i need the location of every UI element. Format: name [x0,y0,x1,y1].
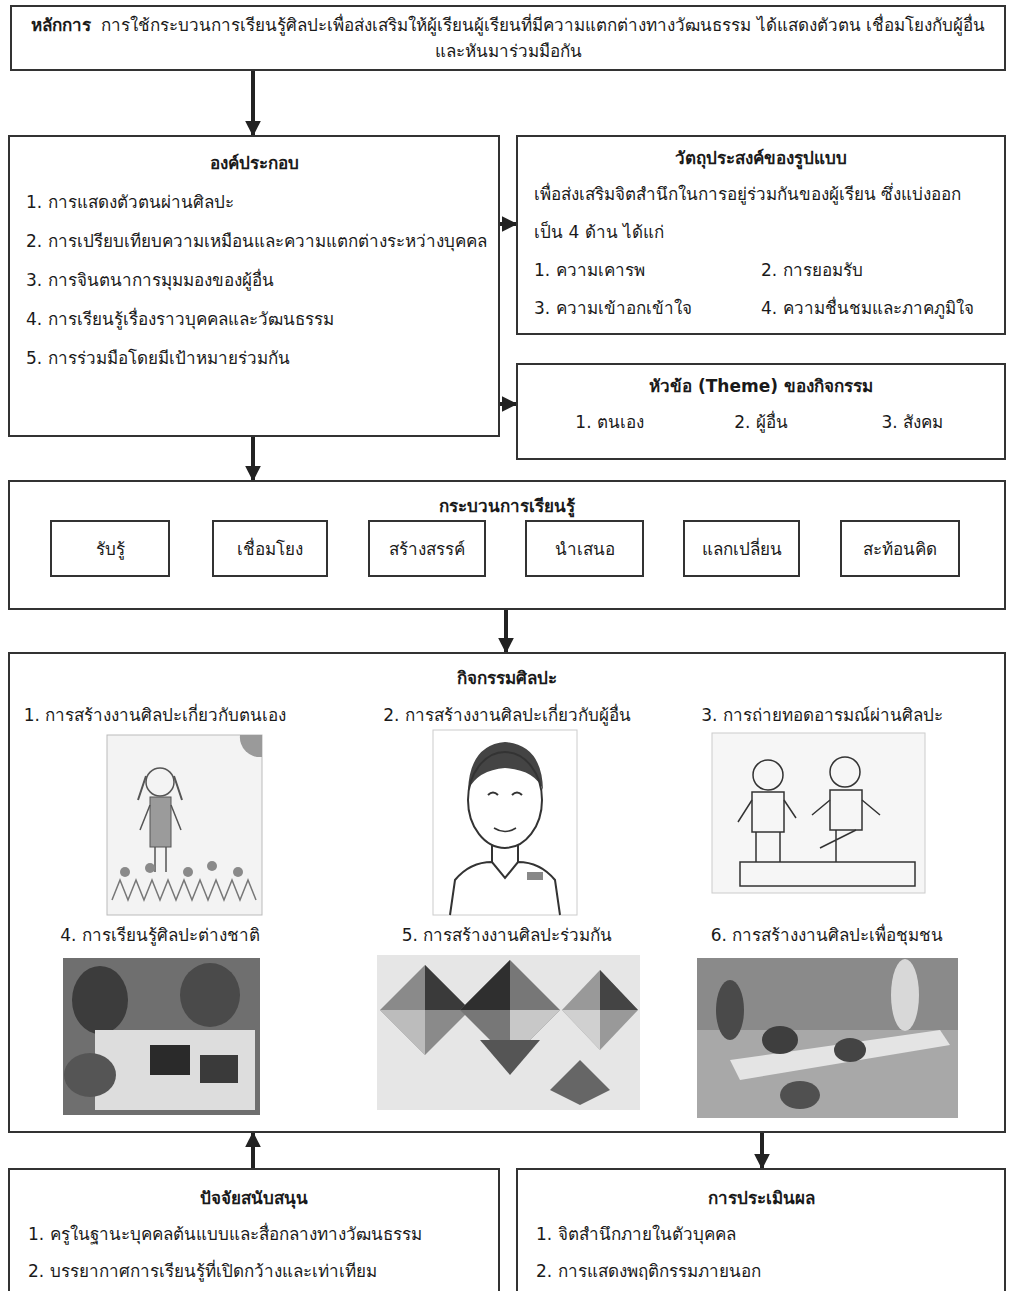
step-label: รับรู้ [96,535,125,562]
box-heading: กิจกรรมศิลปะ [10,654,1004,692]
body-text: เพื่อส่งเสริมจิตสำนึกในการอยู่ร่วมกันของ… [518,175,1004,251]
list-item: 1. ความเคารพ [534,251,761,289]
activity-caption: 3. การถ่ายทอดอารมณ์ผ่านศิลปะ [677,702,967,728]
principle-heading: หลักการ [31,15,91,35]
process-step: สะท้อนคิด [840,520,960,577]
principle-body: การใช้กระบวนการเรียนรู้ศิลปะเพื่อส่งเสริ… [101,15,985,61]
step-label: สร้างสรรค์ [389,535,465,562]
box-heading: องค์ประกอบ [10,149,498,177]
list-item: 2. ผู้อื่น [685,403,836,441]
activity-caption: 4. การเรียนรู้ศิลปะต่างชาติ [15,922,305,948]
portrait-of-other [433,730,577,915]
item-grid: 1. ตนเอง2. ผู้อื่น3. สังคม [518,403,1004,441]
list-item: 5. การร่วมมือโดยมีเป้าหมายร่วมกัน [10,339,498,378]
process-step: เชื่อมโยง [212,520,328,577]
list-item: 1. ตนเอง [534,403,685,441]
activity-caption: 6. การสร้างงานศิลปะเพื่อชุมชน [682,922,972,948]
arrow-connector [251,1133,255,1168]
evaluation-box: การประเมินผล 1. จิตสำนึกภายในตัวบุคคล2. ก… [516,1168,1006,1291]
process-step: นำเสนอ [525,520,644,577]
list-item: 1. จิตสำนึกภายในตัวบุคคล [518,1216,1004,1253]
arrow-connector [251,437,255,480]
arrow-connector [500,402,516,406]
activity-panel: กิจกรรมศิลปะ 1. การสร้างงานศิลปะเกี่ยวกับ… [8,652,1006,1133]
list-item: 4. การเรียนรู้เรื่องราวบุคคลและวัฒนธรรม [10,300,498,339]
box-heading: วัตถุประสงค์ของรูปแบบ [518,141,1004,175]
list-item: 3. ความเข้าอกเข้าใจ [534,289,761,327]
principle-box: หลักการ การใช้กระบวนการเรียนรู้ศิลปะเพื่อ… [10,5,1006,71]
community-photo [697,958,958,1118]
collaborative-pattern-art [377,955,640,1110]
list-item: 3. การจินตนาการมุมมองของผู้อื่น [10,261,498,300]
step-label: นำเสนอ [555,535,615,562]
process-step: รับรู้ [50,520,170,577]
emotion-drawing [712,733,925,893]
box-heading: กระบวนการเรียนรู้ [10,492,1004,520]
theme-box: หัวข้อ (Theme) ของกิจกรรม1. ตนเอง2. ผู้อ… [516,363,1006,460]
box-heading: ปัจจัยสนับสนุน [10,1184,498,1212]
objective-box: วัตถุประสงค์ของรูปแบบเพื่อส่งเสริมจิตสำน… [516,135,1006,335]
activity-caption: 5. การสร้างงานศิลปะร่วมกัน [362,922,652,948]
process-band: กระบวนการเรียนรู้รับรู้ เชื่อมโยง สร้างสรร… [8,480,1006,610]
list-item: 2. การยอมรับ [761,251,988,289]
list-item: 4. ความชื่นชมและภาคภูมิใจ [761,289,988,327]
list-item: 1. การแสดงตัวตนผ่านศิลปะ [10,183,498,222]
activity-caption: 1. การสร้างงานศิลปะเกี่ยวกับตนเอง [10,702,300,728]
list-item: 2. การแสดงพฤติกรรมภายนอก [518,1253,1004,1290]
process-step: สร้างสรรค์ [368,520,486,577]
activity-caption: 2. การสร้างงานศิลปะเกี่ยวกับผู้อื่น [362,702,652,728]
box-heading: หัวข้อ (Theme) ของกิจกรรม [518,369,1004,403]
step-label: แลกเปลี่ยน [702,535,782,562]
arrow-connector [500,222,516,226]
process-step: แลกเปลี่ยน [683,520,800,577]
principle-text: หลักการ การใช้กระบวนการเรียนรู้ศิลปะเพื่อ… [26,12,990,64]
arrow-connector [760,1133,764,1168]
step-label: เชื่อมโยง [237,535,303,562]
list-item: 3. สังคม [837,403,988,441]
arrow-connector [251,71,255,135]
step-label: สะท้อนคิด [863,535,937,562]
list-item: 1. ครูในฐานะบุคคลต้นแบบและสื่อกลางทางวัฒ… [10,1216,498,1253]
list-item: 2. การเปรียบเทียบความเหมือนและความแตกต่า… [10,222,498,261]
list-item: 2. บรรยากาศการเรียนรู้ที่เปิดกว้างและเท่… [10,1253,498,1290]
component-box: องค์ประกอบ 1. การแสดงตัวตนผ่านศิลปะ2. การ… [8,135,500,437]
self-portrait-drawing [107,735,262,915]
support-box: ปัจจัยสนับสนุน 1. ครูในฐานะบุคคลต้นแบบและ… [8,1168,500,1291]
item-grid: 1. ความเคารพ2. การยอมรับ3. ความเข้าอกเข้… [518,251,1004,327]
classroom-photo [63,958,260,1115]
box-heading: การประเมินผล [518,1184,1004,1212]
arrow-connector [504,610,508,652]
